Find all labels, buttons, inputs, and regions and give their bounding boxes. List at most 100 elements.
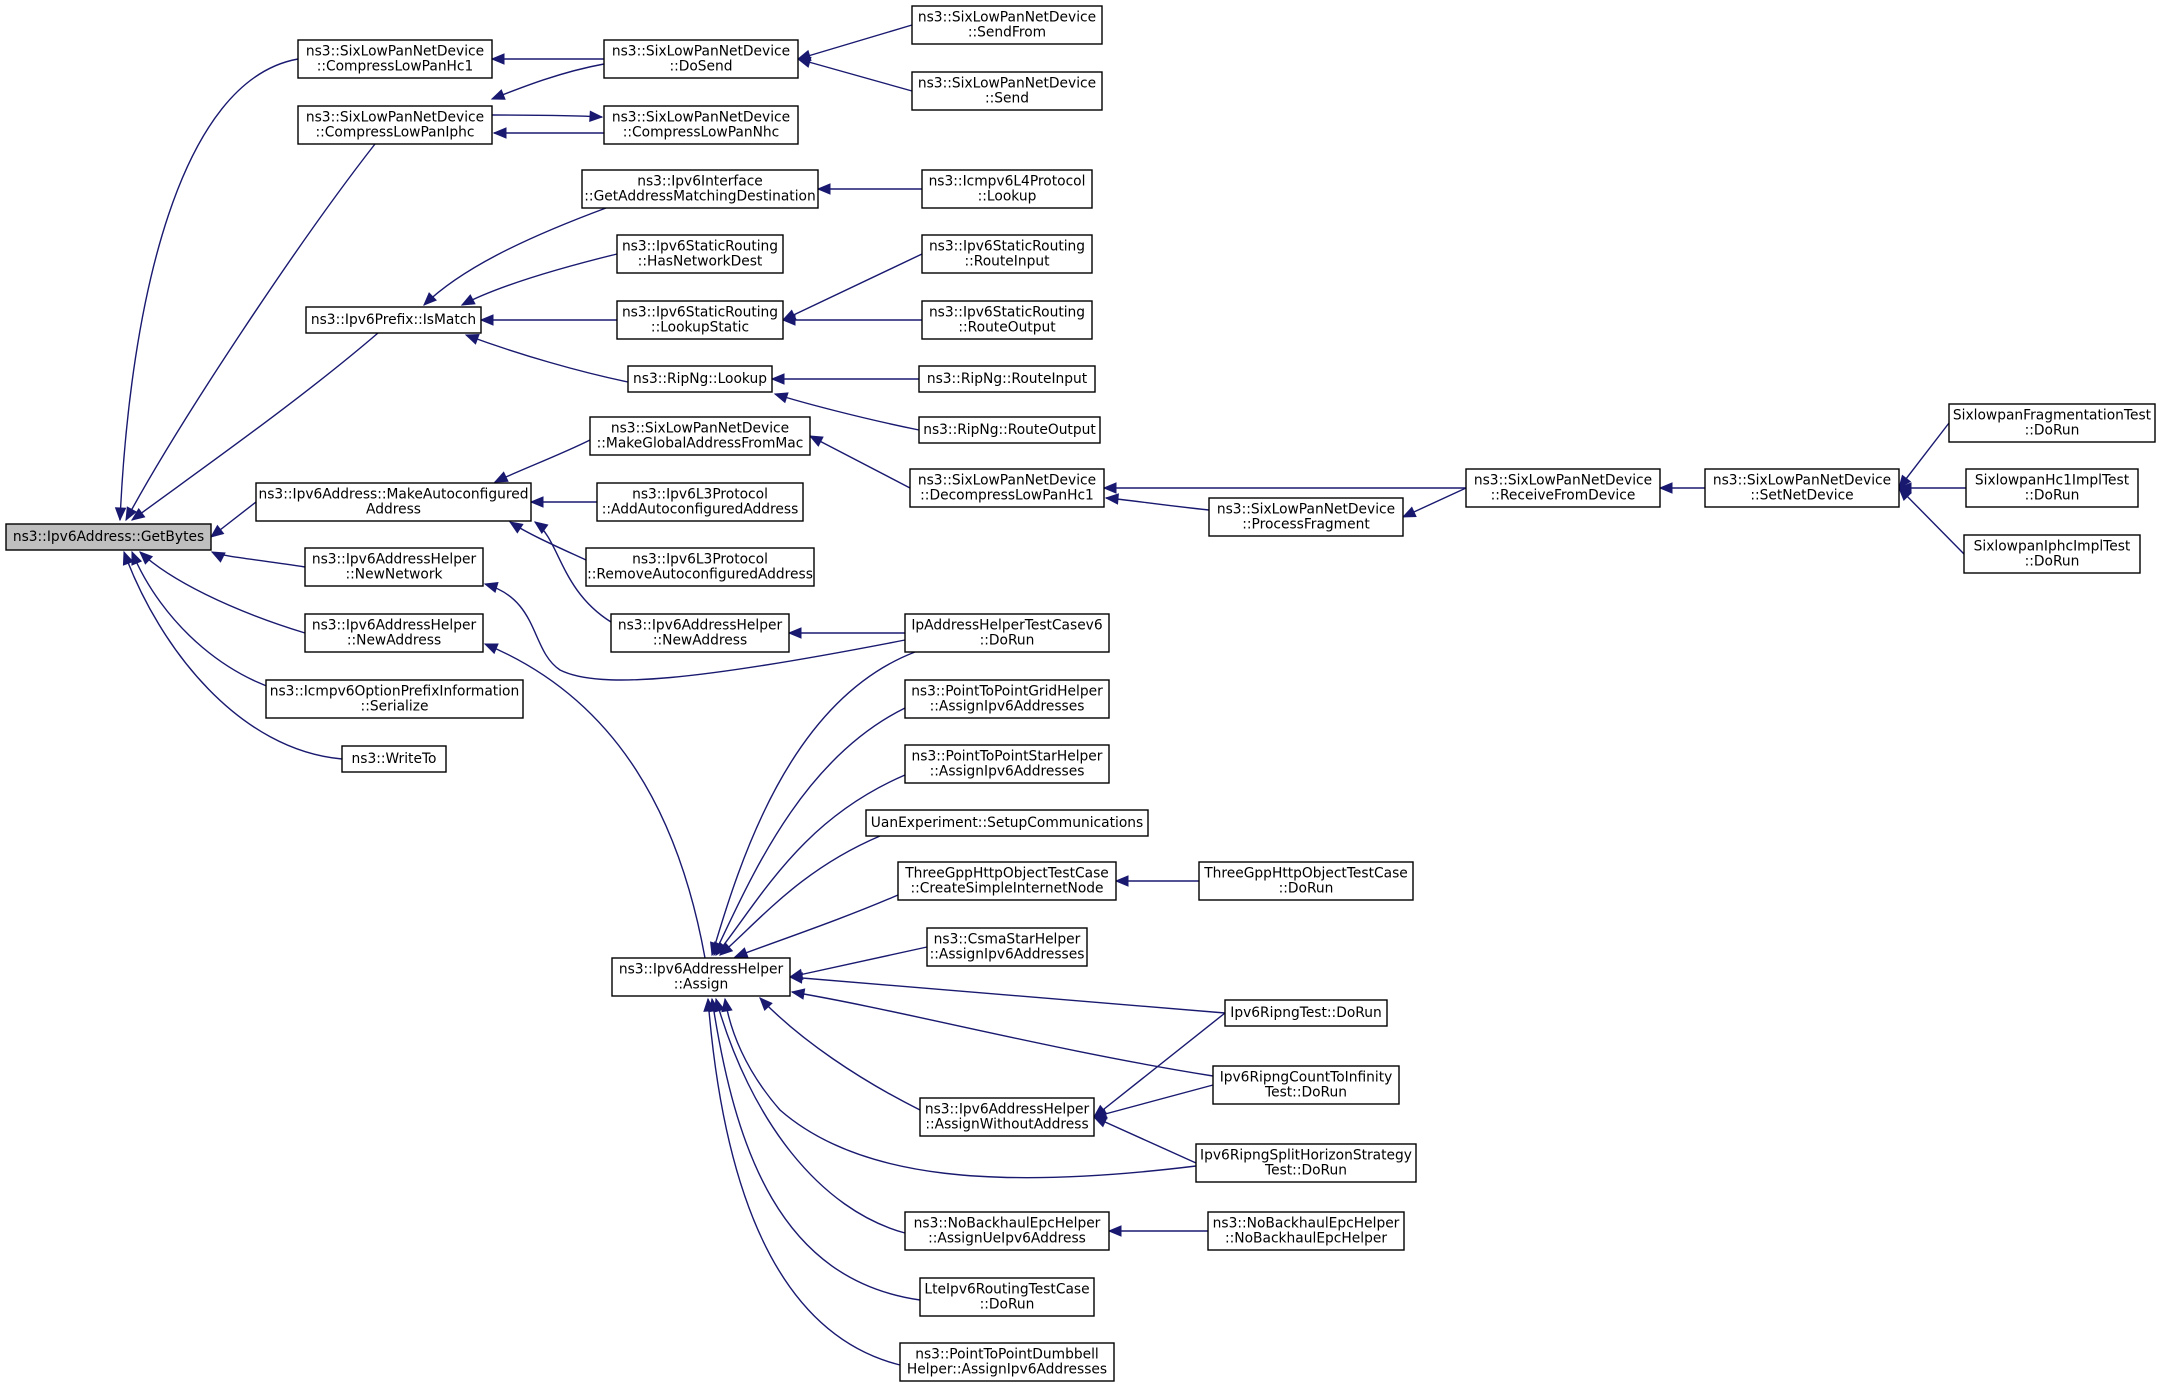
node-label-line: ::DoRun	[1279, 881, 1334, 897]
node-label-line: ::CreateSimpleInternetNode	[910, 881, 1103, 897]
node-label-line: Test::DoRun	[1264, 1163, 1347, 1179]
arrow-head	[423, 292, 437, 306]
node-make-global[interactable]: ns3::SixLowPanNetDevice::MakeGlobalAddre…	[589, 416, 811, 456]
edge-frag-test-to-set-net-dev	[1898, 422, 1950, 489]
node-write-to[interactable]: ns3::WriteTo	[341, 745, 447, 773]
node-send[interactable]: ns3::SixLowPanNetDevice::Send	[911, 71, 1103, 111]
node-no-back-ctor[interactable]: ns3::NoBackhaulEpcHelper::NoBackhaulEpcH…	[1207, 1211, 1405, 1251]
node-label-line: ns3::NoBackhaulEpcHelper	[1213, 1216, 1400, 1232]
node-box	[865, 809, 1149, 837]
edge-line	[797, 24, 913, 60]
node-rip-lookup[interactable]: ns3::RipNg::Lookup	[627, 365, 773, 393]
node-rip-route-input[interactable]: ns3::RipNg::RouteInput	[918, 365, 1096, 393]
node-cmp-nhc[interactable]: ns3::SixLowPanNetDevice::CompressLowPanN…	[603, 105, 799, 145]
node-lookup-static[interactable]: ns3::Ipv6StaticRouting::LookupStatic	[616, 300, 784, 340]
edge-lte-routing-to-assign	[711, 998, 921, 1301]
node-label-line: ns3::SixLowPanNetDevice	[918, 10, 1096, 26]
node-remove-auto-conf[interactable]: ns3::Ipv6L3Protocol::RemoveAutoconfigure…	[585, 547, 815, 587]
node-uan-setup[interactable]: UanExperiment::SetupCommunications	[865, 809, 1149, 837]
arrow-head	[483, 643, 499, 655]
node-p2p-grid[interactable]: ns3::PointToPointGridHelper::AssignIpv6A…	[904, 679, 1110, 719]
node-label-line: ns3::SixLowPanNetDevice	[1713, 473, 1891, 489]
node-box	[904, 679, 1110, 719]
node-csma-star[interactable]: ns3::CsmaStarHelper::AssignIpv6Addresses	[926, 927, 1088, 967]
node-box	[904, 613, 1110, 653]
node-label-line: ::DoRun	[2025, 423, 2080, 439]
node-set-net-dev[interactable]: ns3::SixLowPanNetDevice::SetNetDevice	[1704, 468, 1900, 508]
node-assign[interactable]: ns3::Ipv6AddressHelper::Assign	[611, 957, 791, 997]
node-label-line: ns3::Ipv6AddressHelper	[925, 1102, 1090, 1118]
node-cmp-hc1[interactable]: ns3::SixLowPanNetDevice::CompressLowPanH…	[297, 39, 493, 79]
node-label-line: ::CompressLowPanIphc	[315, 125, 474, 141]
arrow-head	[808, 435, 824, 447]
edge-line	[809, 435, 911, 489]
node-lte-routing[interactable]: LteIpv6RoutingTestCase::DoRun	[919, 1277, 1095, 1317]
edge-line	[1105, 497, 1210, 511]
node-prefix-match[interactable]: ns3::Ipv6Prefix::IsMatch	[305, 306, 482, 334]
node-label-line: ::DoRun	[980, 633, 1035, 649]
node-send-from[interactable]: ns3::SixLowPanNetDevice::SendFrom	[911, 5, 1103, 45]
node-frag-test[interactable]: SixlowpanFragmentationTest::DoRun	[1948, 403, 2156, 443]
node-box	[921, 169, 1093, 209]
node-icmp-serialize[interactable]: ns3::Icmpv6OptionPrefixInformation::Seri…	[265, 679, 524, 719]
edge-ripng-split-to-assign	[724, 998, 1197, 1179]
node-three-gpp-run[interactable]: ThreeGppHttpObjectTestCase::DoRun	[1198, 861, 1414, 901]
node-iphc-test[interactable]: SixlowpanIphcImplTest::DoRun	[1963, 534, 2141, 574]
node-label-line: ::CompressLowPanHc1	[317, 59, 474, 75]
edge-line	[465, 334, 629, 383]
edge-line	[461, 253, 618, 306]
node-add-auto-conf[interactable]: ns3::Ipv6L3Protocol::AddAutoconfiguredAd…	[596, 482, 804, 522]
node-box	[1195, 1143, 1417, 1183]
node-assign-without[interactable]: ns3::Ipv6AddressHelper::AssignWithoutAdd…	[919, 1097, 1095, 1137]
node-label-line: ::AssignIpv6Addresses	[930, 947, 1085, 963]
node-label-line: ::SendFrom	[968, 25, 1046, 41]
node-box	[911, 5, 1103, 45]
node-label-line: ns3::CsmaStarHelper	[934, 932, 1081, 948]
node-route-input[interactable]: ns3::Ipv6StaticRouting::RouteInput	[921, 234, 1093, 274]
node-route-output[interactable]: ns3::Ipv6StaticRouting::RouteOutput	[921, 300, 1093, 340]
node-box	[1965, 468, 2139, 508]
node-do-send[interactable]: ns3::SixLowPanNetDevice::DoSend	[603, 39, 799, 79]
node-make-auto[interactable]: ns3::Ipv6Address::MakeAutoconfiguredAddr…	[255, 482, 532, 522]
node-label-line: ::RouteInput	[964, 254, 1050, 270]
node-no-back-assign[interactable]: ns3::NoBackhaulEpcHelper::AssignUeIpv6Ad…	[904, 1211, 1110, 1251]
edge-rip-lookup-to-prefix-match	[465, 334, 629, 383]
node-decomp-hc1[interactable]: ns3::SixLowPanNetDevice::DecompressLowPa…	[909, 468, 1105, 508]
node-box	[581, 169, 819, 209]
node-label-line: ::NoBackhaulEpcHelper	[1225, 1231, 1387, 1247]
node-helper-new-addr2[interactable]: ns3::Ipv6AddressHelper::NewAddress	[610, 613, 790, 653]
node-p2p-dumbbell[interactable]: ns3::PointToPointDumbbellHelper::AssignI…	[899, 1342, 1115, 1382]
node-has-net-dest[interactable]: ns3::Ipv6StaticRouting::HasNetworkDest	[616, 234, 784, 274]
edge-line	[791, 991, 1214, 1077]
node-ripng-test[interactable]: Ipv6RipngTest::DoRun	[1224, 999, 1388, 1027]
node-p2p-star[interactable]: ns3::PointToPointStarHelper::AssignIpv6A…	[904, 744, 1110, 784]
node-label-line: ::ProcessFragment	[1242, 517, 1370, 533]
node-get-addr-match[interactable]: ns3::Ipv6Interface::GetAddressMatchingDe…	[581, 169, 819, 209]
node-box	[918, 365, 1096, 393]
arrow-head	[1898, 474, 1912, 490]
node-box	[255, 482, 532, 522]
node-three-gpp-create[interactable]: ThreeGppHttpObjectTestCase::CreateSimple…	[897, 861, 1117, 901]
node-rip-route-output[interactable]: ns3::RipNg::RouteOutput	[918, 416, 1101, 444]
node-label-line: ns3::Ipv6AddressHelper	[312, 552, 477, 568]
node-recv-from-dev[interactable]: ns3::SixLowPanNetDevice::ReceiveFromDevi…	[1465, 468, 1661, 508]
node-icmp-lookup[interactable]: ns3::Icmpv6L4Protocol::Lookup	[921, 169, 1093, 209]
node-root[interactable]: ns3::Ipv6Address::GetBytes	[5, 523, 212, 551]
arrow-head	[790, 988, 806, 1000]
node-ip-addr-test[interactable]: IpAddressHelperTestCasev6::DoRun	[904, 613, 1110, 653]
edge-p2p-star-to-assign	[715, 774, 906, 956]
node-helper-new-addr[interactable]: ns3::Ipv6AddressHelper::NewAddress	[304, 613, 484, 653]
node-process-frag[interactable]: ns3::SixLowPanNetDevice::ProcessFragment	[1208, 497, 1404, 537]
edge-prefix-match-to-root	[131, 332, 379, 521]
node-label-line: ns3::SixLowPanNetDevice	[1217, 502, 1395, 518]
node-label-line: ns3::RipNg::RouteInput	[927, 371, 1088, 387]
node-label-line: SixlowpanIphcImplTest	[1974, 539, 2131, 555]
node-helper-new-net[interactable]: ns3::Ipv6AddressHelper::NewNetwork	[304, 547, 484, 587]
edge-ip-addr-test-to-assign	[711, 651, 916, 956]
node-hc1-test[interactable]: SixlowpanHc1ImplTest::DoRun	[1965, 468, 2139, 508]
node-box	[610, 613, 790, 653]
edge-line	[123, 551, 343, 760]
node-cmp-iphc[interactable]: ns3::SixLowPanNetDevice::CompressLowPanI…	[297, 105, 493, 145]
